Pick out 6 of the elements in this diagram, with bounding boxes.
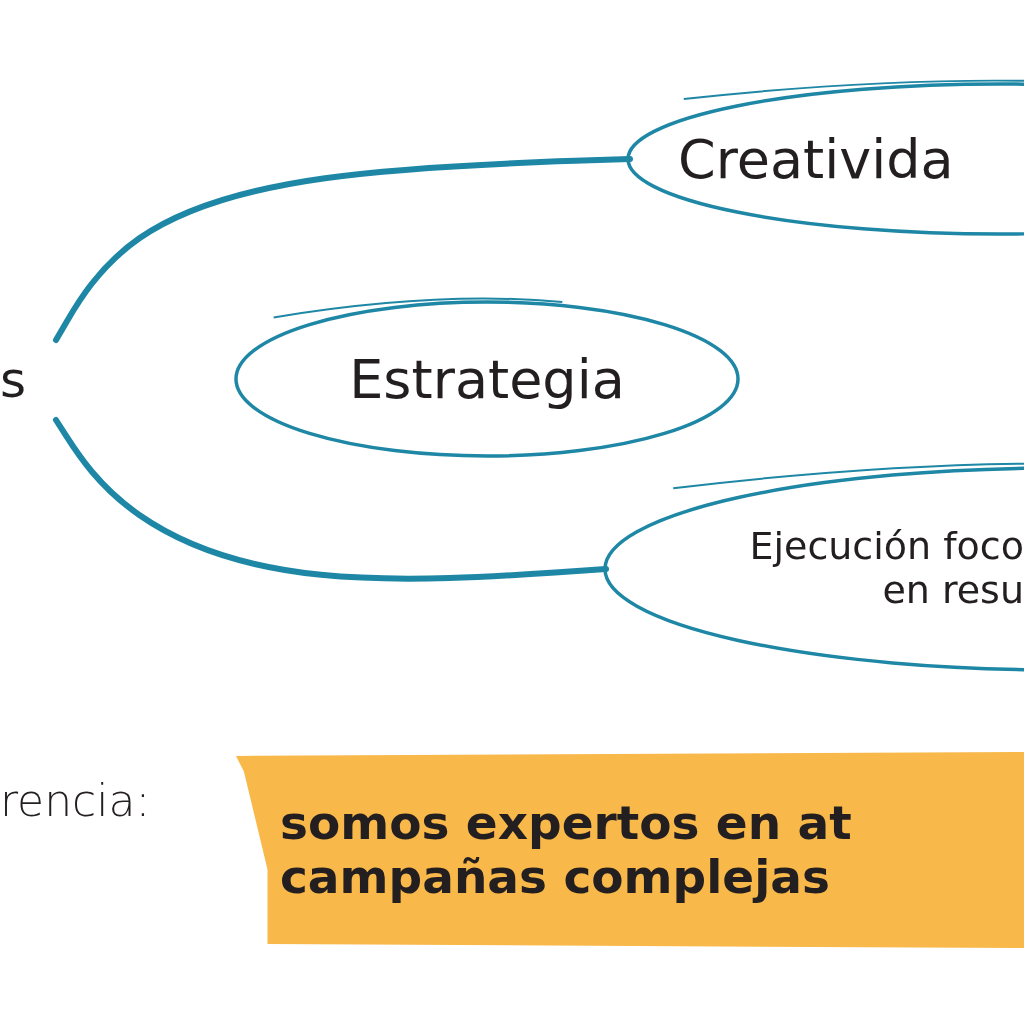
highlight-band (236, 752, 1024, 948)
connector-curve (53, 417, 609, 582)
node-label: s (0, 351, 27, 409)
text-label: rencia: (0, 775, 151, 826)
connector-curve (53, 156, 633, 343)
highlight-text: somos expertos en at campañas complejas (280, 795, 853, 905)
